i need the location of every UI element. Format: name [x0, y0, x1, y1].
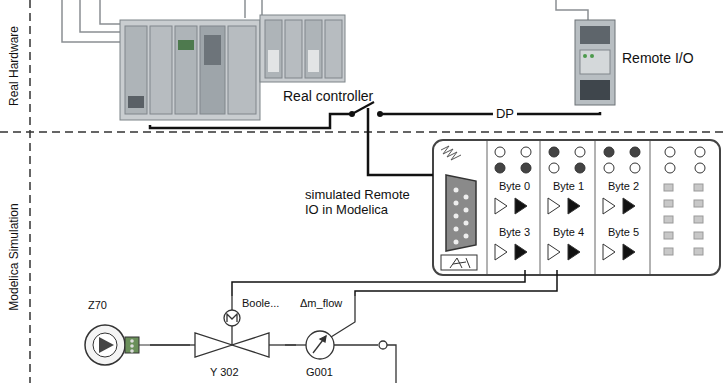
signal-wire — [355, 270, 557, 296]
controller-rack — [120, 15, 345, 120]
byte-cell: Byte 1 — [540, 178, 597, 224]
signal-wire — [150, 344, 190, 346]
signal-label: Δm_flow — [300, 297, 342, 310]
byte-cell: Byte 2 — [595, 178, 652, 224]
remote-io-module: Remote I/O — [565, 12, 712, 112]
byte-label: Byte 3 — [487, 226, 542, 239]
signal-wire — [285, 344, 296, 346]
signal-label: Boole... — [242, 297, 279, 310]
byte-cell: Byte 5 — [595, 224, 652, 270]
byte-label: Byte 5 — [595, 226, 652, 239]
flow-sensor: Δm_flowG001 — [296, 296, 362, 381]
io-panel — [433, 140, 720, 275]
region-label: Real Hardware — [8, 26, 22, 106]
region-band: Real controller Remote I/O Real Hardware — [0, 0, 728, 132]
byte-label: Byte 0 — [487, 180, 542, 193]
signal-wire — [232, 270, 525, 296]
byte-label: Byte 1 — [540, 180, 597, 193]
controller: Real controller — [115, 15, 395, 125]
byte-cell: Byte 4 — [540, 224, 597, 270]
valve-drawing — [190, 296, 285, 357]
device-label: Real controller — [283, 88, 373, 104]
device-label: Remote I/O — [622, 50, 694, 66]
switch-symbol — [349, 102, 383, 125]
device-label: simulated Remote IO in Modelica — [305, 188, 417, 218]
bus-line — [368, 125, 433, 175]
region-band: Byte 0Byte 1Byte 2 Byte 3Byte 4Byte 5 simu… — [0, 132, 728, 383]
byte-cell: Byte 3 — [487, 224, 542, 270]
byte-label: Byte 2 — [595, 180, 652, 193]
simulated-io-panel: Byte 0Byte 1Byte 2Byte 3Byte 4Byte 5simu… — [433, 140, 720, 275]
valve-symbol: Boole... Y 302 — [190, 296, 285, 381]
tag-label: G001 — [306, 366, 333, 379]
region-label: Modelica Simulation — [8, 203, 22, 310]
tag-label: Z70 — [88, 299, 107, 312]
remote-io-device — [575, 20, 615, 105]
bus-label: DP — [493, 107, 517, 122]
pump-symbol: Z70 — [80, 298, 150, 372]
byte-label: Byte 4 — [540, 226, 597, 239]
byte-cell: Byte 0 — [487, 178, 542, 224]
pump-drawing — [85, 325, 150, 365]
tag-label: Y 302 — [210, 366, 239, 379]
flow-sensor-drawing — [296, 296, 396, 383]
